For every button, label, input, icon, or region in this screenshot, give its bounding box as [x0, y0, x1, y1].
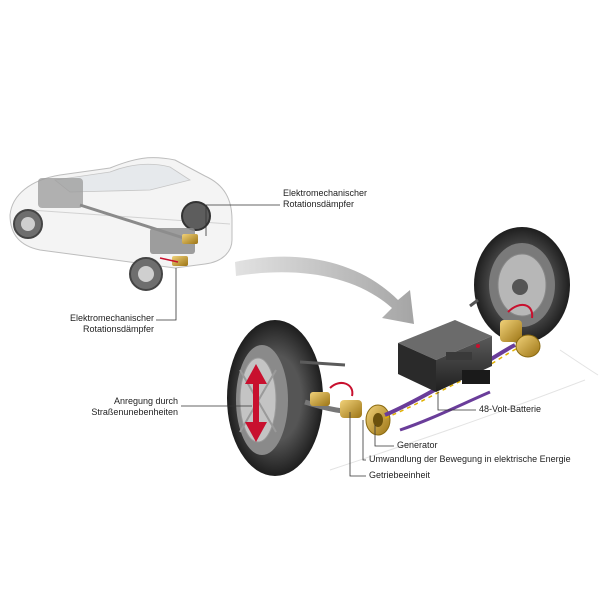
label-conversion-text: Umwandlung der Bewegung in elektrische E…	[369, 454, 571, 464]
label-damper-left: Elektromechanischer Rotationsdämpfer	[70, 313, 154, 335]
label-damper-top: Elektromechanischer Rotationsdämpfer	[283, 188, 367, 210]
label-excitation: Anregung durch Straßenunebenheiten	[91, 396, 178, 418]
label-battery-text: 48-Volt-Batterie	[479, 404, 542, 414]
car-illustration	[9, 157, 233, 291]
label-gearbox: Getriebeeinheit	[369, 470, 430, 481]
label-gearbox-text: Getriebeeinheit	[369, 470, 431, 480]
rotary-damper	[310, 381, 391, 436]
rotary-damper-right	[500, 303, 541, 358]
label-damper-left-line2: Rotationsdämpfer	[82, 324, 154, 334]
label-excitation-line1: Anregung durch	[113, 396, 178, 406]
label-battery: 48-Volt-Batterie	[479, 404, 541, 415]
battery-illustration	[398, 320, 492, 392]
right-wheel	[469, 227, 570, 343]
vertical-motion-arrow	[245, 364, 267, 442]
label-generator-text: Generator	[397, 440, 438, 450]
label-damper-top-line1: Elektromechanischer	[283, 188, 368, 198]
label-conversion: Umwandlung der Bewegung in elektrische E…	[369, 454, 571, 465]
label-generator: Generator	[397, 440, 438, 451]
label-excitation-line2: Straßenunebenheiten	[91, 407, 178, 417]
label-damper-left-line1: Elektromechanischer	[69, 313, 154, 323]
label-damper-top-line2: Rotationsdämpfer	[283, 199, 355, 209]
left-wheel	[227, 320, 323, 476]
flow-arrow	[235, 256, 414, 324]
leader-lines	[156, 204, 476, 477]
